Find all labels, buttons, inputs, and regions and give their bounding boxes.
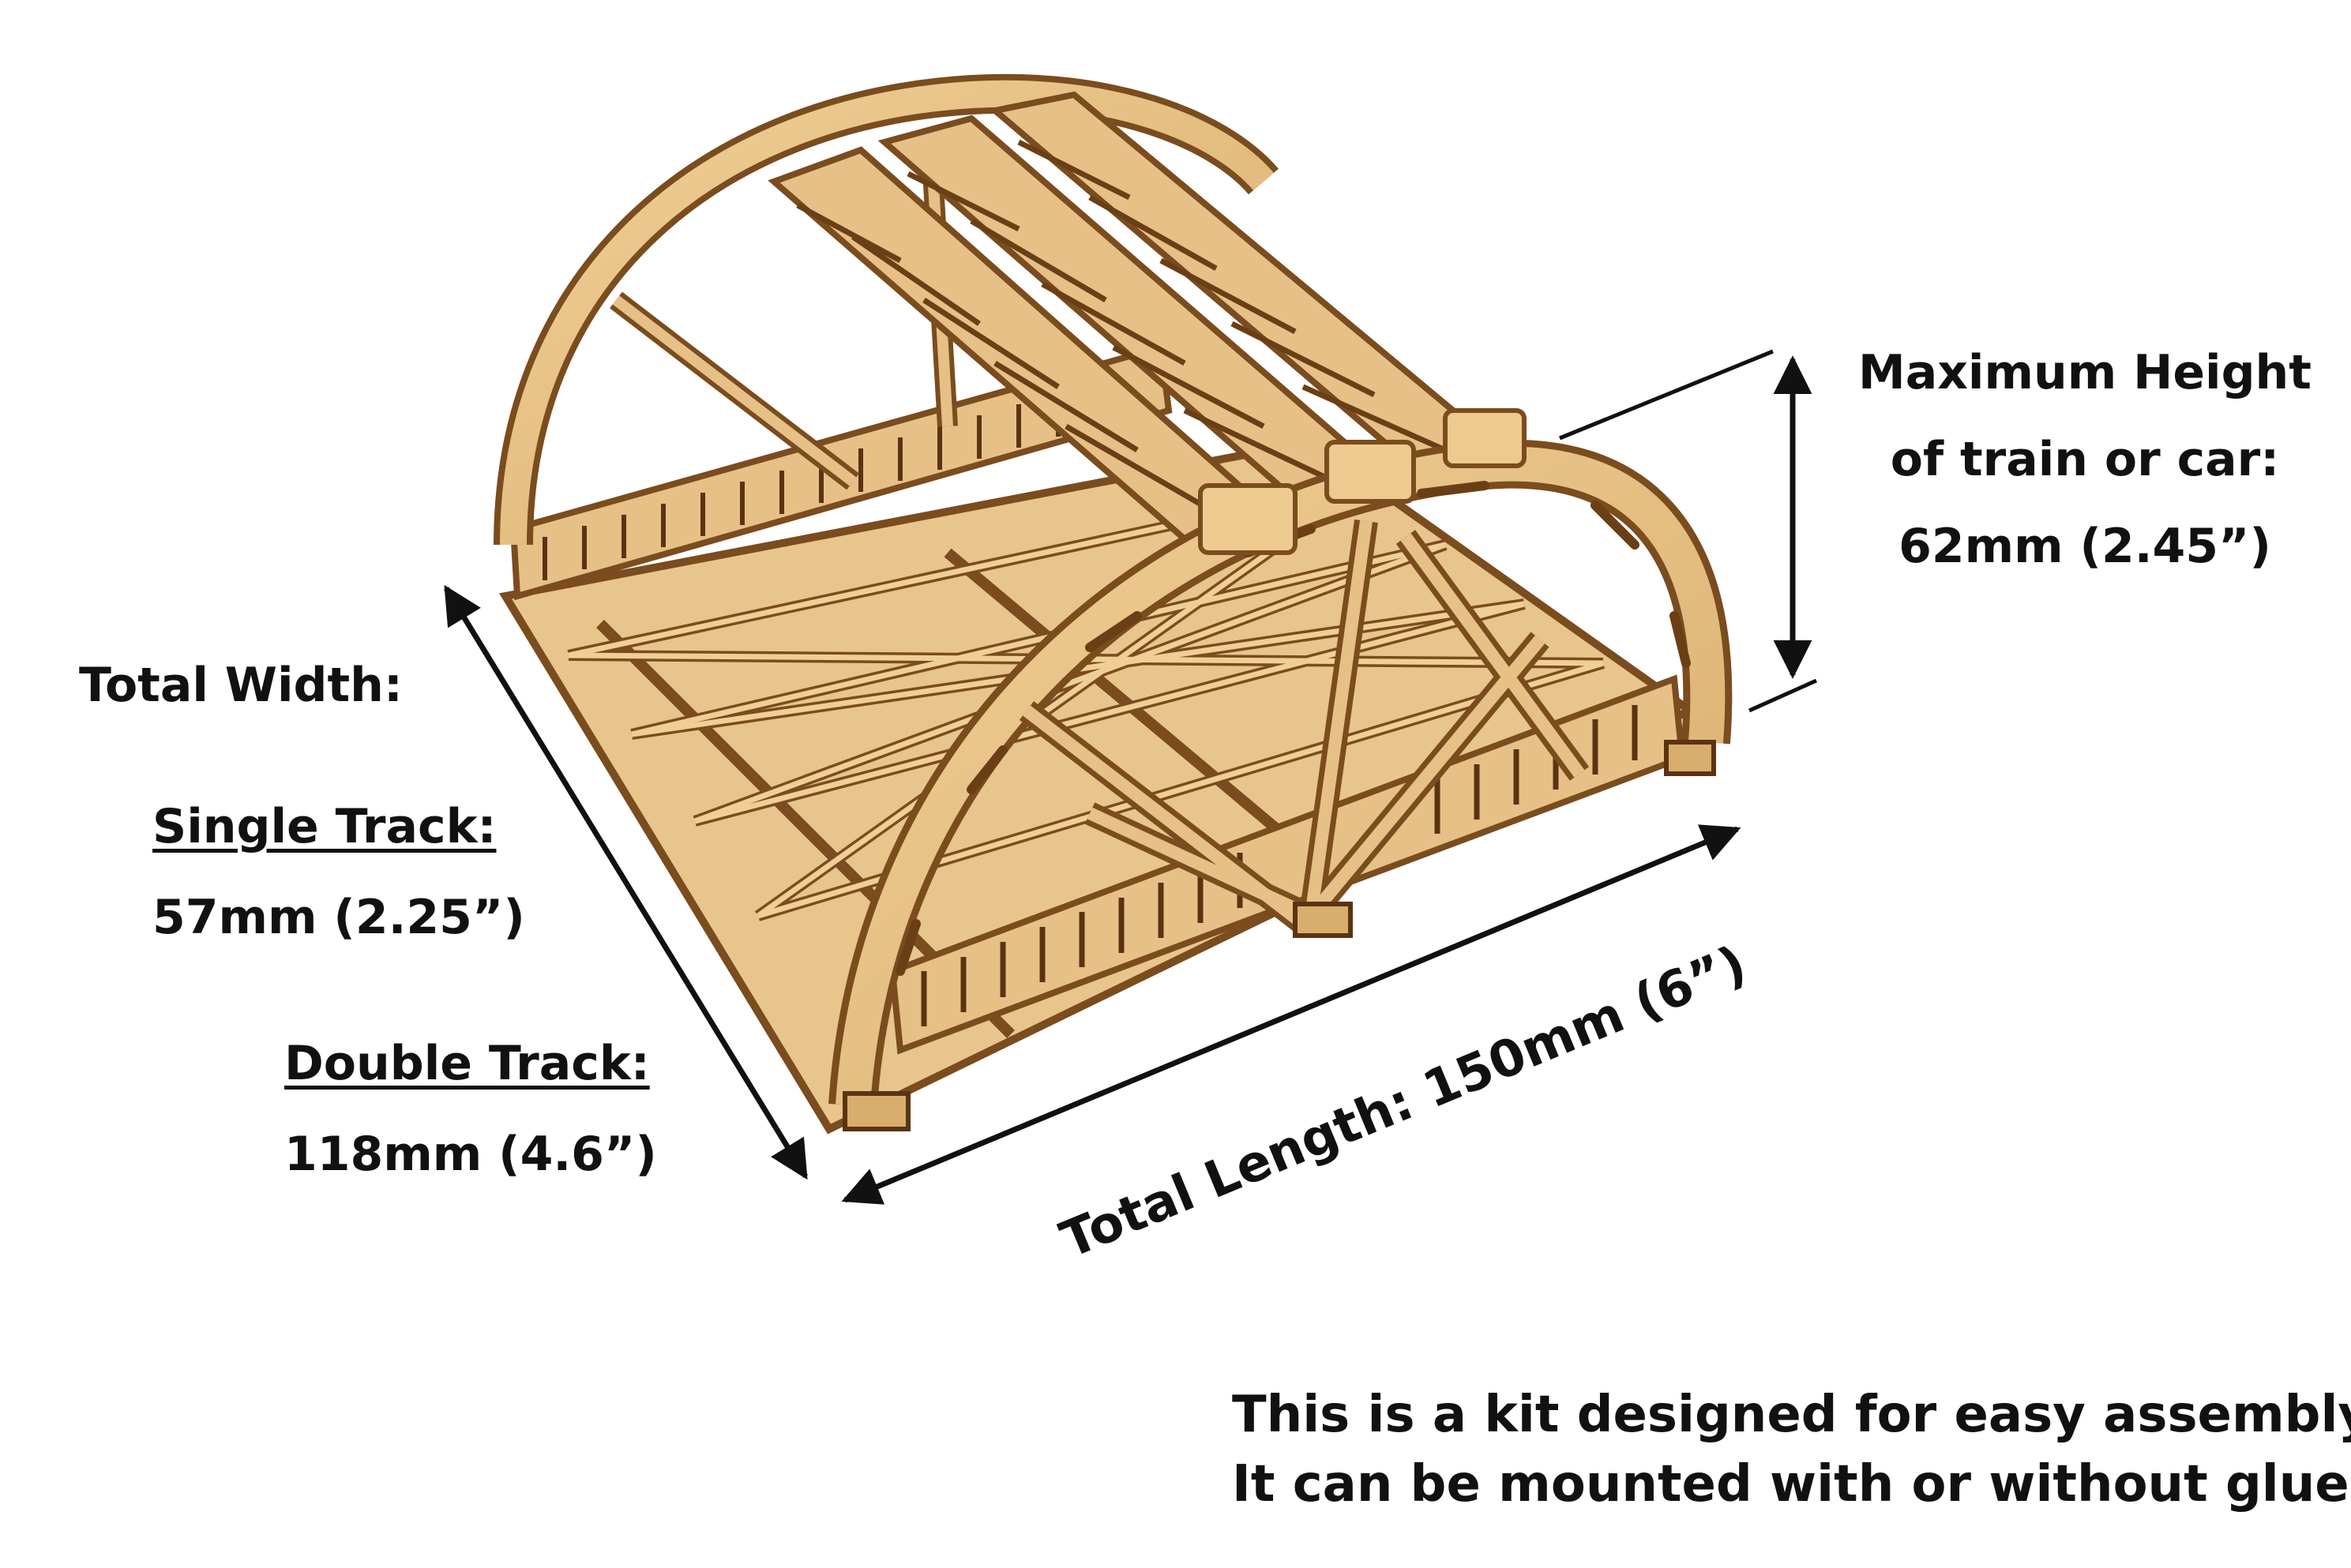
single-track-value: 57mm (2.25”) bbox=[152, 890, 525, 945]
assembly-note-line1: This is a kit designed for easy assembly… bbox=[1232, 1386, 2351, 1444]
max-height-line1: Maximum Height bbox=[1858, 345, 2312, 400]
height-arrow bbox=[1559, 349, 1818, 713]
max-height-value: 62mm (2.45”) bbox=[1898, 519, 2271, 574]
double-track-value: 118mm (4.6”) bbox=[284, 1127, 657, 1182]
max-height-line2: of train or car: bbox=[1890, 432, 2280, 487]
length-arrow bbox=[841, 824, 1741, 1205]
double-track-title: Double Track: bbox=[284, 1036, 650, 1091]
assembly-note: This is a kit designed for easy assembly… bbox=[1232, 1380, 2351, 1520]
single-track-title: Single Track: bbox=[152, 799, 497, 854]
assembly-note-line2: It can be mounted with or without glue. bbox=[1232, 1455, 2351, 1514]
width-arrow bbox=[444, 584, 808, 1180]
total-width-title: Total Width: bbox=[79, 658, 403, 713]
